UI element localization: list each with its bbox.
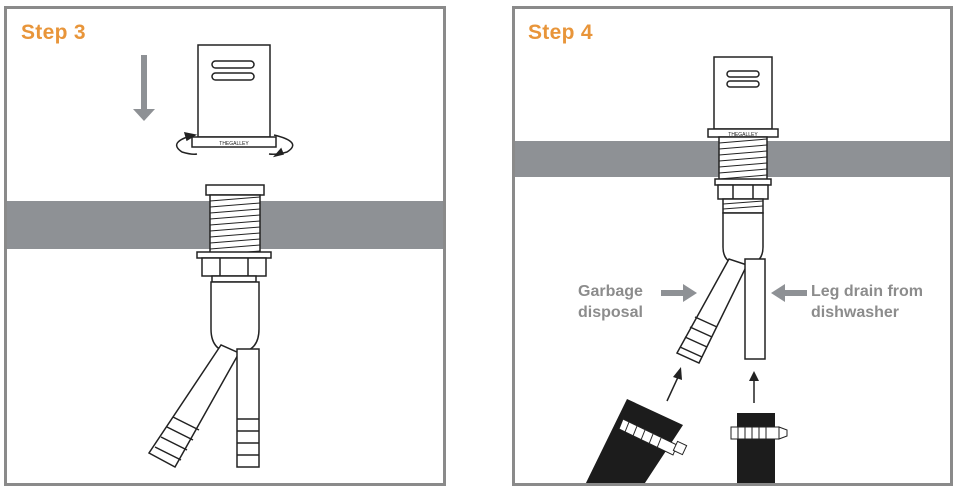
step-4-panel: Step 4 THEGALLEY bbox=[512, 6, 953, 486]
garbage-label-line1: Garbage bbox=[578, 283, 643, 300]
step-4-title: Step 4 bbox=[528, 21, 593, 44]
garbage-disposal-hose bbox=[585, 399, 688, 483]
threaded-body bbox=[718, 136, 768, 186]
rotate-arrow-icon bbox=[175, 132, 294, 158]
leg-label-line1: Leg drain from bbox=[811, 283, 924, 300]
garbage-callout-arrow-icon bbox=[661, 284, 697, 302]
step-3-title: Step 3 bbox=[21, 21, 86, 44]
brand-collar: THEGALLEY bbox=[191, 136, 277, 148]
air-gap-cap bbox=[197, 44, 271, 138]
hose-clamp bbox=[730, 426, 788, 440]
brand-text: THEGALLEY bbox=[219, 141, 249, 147]
up-arrow-left-icon bbox=[666, 367, 682, 402]
garbage-disposal-label: Garbage disposal bbox=[578, 281, 643, 323]
leg-callout-arrow-icon bbox=[771, 284, 807, 302]
push-down-arrow-icon bbox=[133, 55, 155, 121]
step-4-illustration: THEGALLEY bbox=[515, 56, 950, 483]
air-gap-cap bbox=[713, 56, 773, 130]
lock-nut bbox=[714, 178, 772, 214]
brand-text: THEGALLEY bbox=[728, 132, 758, 138]
leg-label-line2: dishwasher bbox=[811, 304, 900, 321]
lock-nut bbox=[196, 251, 272, 283]
hose-clamp bbox=[618, 418, 688, 456]
wye-body bbox=[675, 212, 766, 364]
dishwasher-drain-hose bbox=[730, 413, 788, 483]
up-arrow-right-icon bbox=[749, 371, 759, 403]
threaded-body bbox=[205, 184, 265, 258]
leg-drain-label: Leg drain from dishwasher bbox=[811, 281, 923, 323]
hose-barbs bbox=[154, 416, 259, 461]
garbage-label-line2: disposal bbox=[578, 304, 643, 321]
step-3-panel: Step 3 THEGALLEY bbox=[4, 6, 446, 486]
hose-barbs bbox=[679, 316, 718, 358]
step-3-illustration: THEGALLEY bbox=[7, 44, 443, 469]
